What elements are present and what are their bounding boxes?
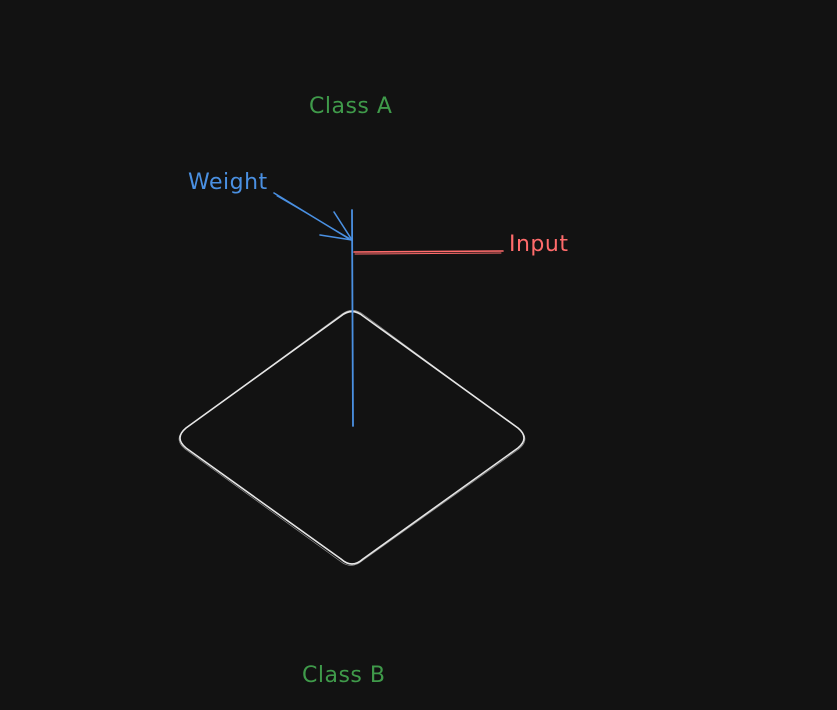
class-a-label: Class A	[309, 94, 393, 119]
weight-vector-line[interactable]	[351, 209, 354, 427]
weight-arrow-sketch	[276, 195, 350, 239]
weight-label: Weight	[188, 170, 268, 195]
input-line[interactable]	[353, 250, 504, 253]
input-label: Input	[509, 232, 569, 257]
input-line-sketch	[354, 252, 502, 255]
weight-arrowhead	[319, 211, 353, 241]
diamond-shape[interactable]	[179, 310, 525, 565]
class-b-label: Class B	[302, 663, 386, 688]
diamond-shape-sketch	[178, 309, 526, 566]
